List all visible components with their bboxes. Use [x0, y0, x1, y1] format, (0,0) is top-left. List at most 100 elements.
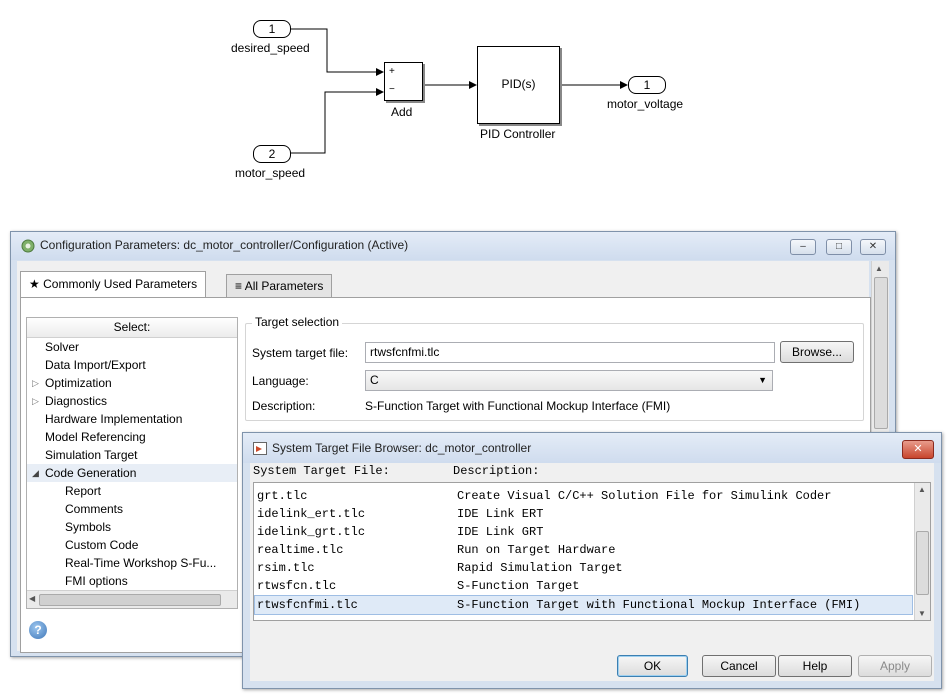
config-scroll-thumb[interactable] [874, 277, 888, 429]
tree-item-report[interactable]: Report [27, 482, 237, 500]
tree-item-simulation-target[interactable]: Simulation Target [27, 446, 237, 464]
tree-scroll-thumb[interactable] [39, 594, 221, 606]
list-item-desc: Create Visual C/C++ Solution File for Si… [457, 489, 832, 503]
scroll-down-icon[interactable]: ▼ [918, 609, 926, 618]
dialog-close-button[interactable]: ✕ [902, 440, 934, 459]
tree-horizontal-scrollbar[interactable]: ◀ [27, 590, 237, 608]
scroll-up-icon[interactable]: ▲ [918, 485, 926, 494]
help-button[interactable]: Help [778, 655, 852, 677]
system-target-file-input[interactable]: rtwsfcnfmi.tlc [365, 342, 775, 363]
system-target-file-label: System target file: [252, 346, 349, 360]
expand-arrow-icon[interactable]: ▷ [32, 396, 39, 406]
config-titlebar[interactable]: Configuration Parameters: dc_motor_contr… [11, 232, 895, 260]
matlab-logo-icon [21, 239, 35, 253]
list-scroll-thumb[interactable] [916, 531, 929, 595]
help-icon[interactable]: ? [29, 621, 47, 639]
list-item[interactable]: idelink_grt.tlc IDE Link GRT [254, 523, 913, 541]
tree-item-label: Optimization [45, 376, 112, 390]
tree-item-data-import-export[interactable]: Data Import/Export [27, 356, 237, 374]
ok-button[interactable]: OK [617, 655, 688, 677]
tree-item-label: Custom Code [65, 538, 139, 552]
system-target-file-browser-dialog: System Target File Browser: dc_motor_con… [242, 432, 942, 689]
tab-commonly-used-label: Commonly Used Parameters [43, 277, 198, 291]
target-file-list[interactable]: grt.tlc Create Visual C/C++ Solution File… [253, 482, 931, 621]
tree-item-optimization[interactable]: ▷ Optimization [27, 374, 237, 392]
tree-item-code-generation[interactable]: ◢ Code Generation [27, 464, 237, 482]
list-item-file: rtwsfcnfmi.tlc [257, 598, 358, 612]
diagram-wires [290, 28, 628, 154]
tree-item-label: Solver [45, 340, 80, 354]
tree-item-model-referencing[interactable]: Model Referencing [27, 428, 237, 446]
add-block-label: Add [391, 105, 413, 119]
list-vertical-scrollbar[interactable]: ▲ ▼ [914, 483, 930, 620]
inport-motor-speed[interactable]: 2 [253, 145, 291, 163]
simulink-window-icon [253, 442, 267, 455]
list-item-file: idelink_grt.tlc [257, 525, 366, 539]
scroll-up-icon[interactable]: ▲ [875, 264, 883, 273]
tree-item-rtw-sfunction[interactable]: Real-Time Workshop S-Fu... [27, 554, 237, 572]
tree-item-fmi-options[interactable]: FMI options [27, 572, 237, 590]
apply-button[interactable]: Apply [858, 655, 932, 677]
maximize-button[interactable]: □ [826, 239, 852, 255]
tab-commonly-used-parameters[interactable]: ★ Commonly Used Parameters [20, 271, 207, 298]
browser-client-area: System Target File: Description: grt.tlc… [250, 463, 934, 681]
pid-block-content: PID(s) [501, 77, 536, 91]
close-button[interactable]: ✕ [860, 239, 886, 255]
description-label: Description: [252, 399, 316, 413]
list-item-desc: IDE Link GRT [457, 525, 544, 539]
config-window-title: Configuration Parameters: dc_motor_contr… [40, 238, 409, 252]
list-item-desc: IDE Link ERT [457, 507, 544, 521]
tree-item-label: Report [65, 484, 102, 498]
select-header: Select: [27, 318, 237, 338]
inport-desired-speed-label: desired_speed [231, 41, 310, 55]
list-icon: ≡ [235, 279, 243, 293]
tree-item-label: Hardware Implementation [45, 412, 183, 426]
list-item[interactable]: idelink_ert.tlc IDE Link ERT [254, 505, 913, 523]
list-body: grt.tlc Create Visual C/C++ Solution File… [254, 487, 913, 618]
add-block[interactable]: + − [384, 62, 423, 101]
list-item-file: realtime.tlc [257, 543, 344, 557]
tree-item-label: Simulation Target [45, 448, 138, 462]
tree-item-label: Code Generation [45, 466, 137, 480]
pid-controller-block[interactable]: PID(s) [477, 46, 560, 124]
tree-item-solver[interactable]: Solver [27, 338, 237, 356]
tree-item-custom-code[interactable]: Custom Code [27, 536, 237, 554]
language-select[interactable]: C ▼ [365, 370, 773, 391]
list-item-file: idelink_ert.tlc [257, 507, 366, 521]
scroll-left-icon[interactable]: ◀ [29, 594, 36, 603]
list-item[interactable]: rtwsfcn.tlc S-Function Target [254, 577, 913, 595]
list-item-desc: Rapid Simulation Target [457, 561, 623, 575]
browse-button[interactable]: Browse... [780, 341, 854, 363]
tab-all-parameters-label: All Parameters [244, 279, 324, 293]
cancel-button[interactable]: Cancel [702, 655, 776, 677]
tree-item-comments[interactable]: Comments [27, 500, 237, 518]
tree-item-diagnostics[interactable]: ▷ Diagnostics [27, 392, 237, 410]
outport-motor-voltage[interactable]: 1 [628, 76, 666, 94]
col-header-file: System Target File: [253, 464, 390, 478]
tree-item-label: Comments [65, 502, 124, 516]
tab-all-parameters[interactable]: ≡ All Parameters [226, 274, 333, 297]
list-item[interactable]: grt.tlc Create Visual C/C++ Solution File… [254, 487, 913, 505]
description-value: S-Function Target with Functional Mockup… [365, 399, 671, 413]
tree-item-label: Model Referencing [45, 430, 146, 444]
inport-motor-speed-label: motor_speed [235, 166, 306, 180]
browser-titlebar[interactable]: System Target File Browser: dc_motor_con… [243, 433, 941, 463]
tree-item-label: Diagnostics [45, 394, 108, 408]
list-item-file: grt.tlc [257, 489, 308, 503]
language-select-value: C [370, 373, 379, 387]
list-item-desc: S-Function Target [457, 579, 580, 593]
chevron-down-icon: ▼ [758, 375, 767, 385]
minimize-button[interactable]: – [790, 239, 816, 255]
expand-arrow-icon[interactable]: ▷ [32, 378, 39, 388]
target-selection-label: Target selection [252, 315, 343, 329]
collapse-arrow-icon[interactable]: ◢ [32, 468, 39, 478]
list-item-file: rtwsfcn.tlc [257, 579, 337, 593]
tree-item-symbols[interactable]: Symbols [27, 518, 237, 536]
tree-item-label: Data Import/Export [45, 358, 146, 372]
inport-desired-speed[interactable]: 1 [253, 20, 291, 38]
select-tree-panel: Select: Solver Data Import/Export ▷ Optim… [26, 317, 238, 609]
tree-item-hardware-implementation[interactable]: Hardware Implementation [27, 410, 237, 428]
